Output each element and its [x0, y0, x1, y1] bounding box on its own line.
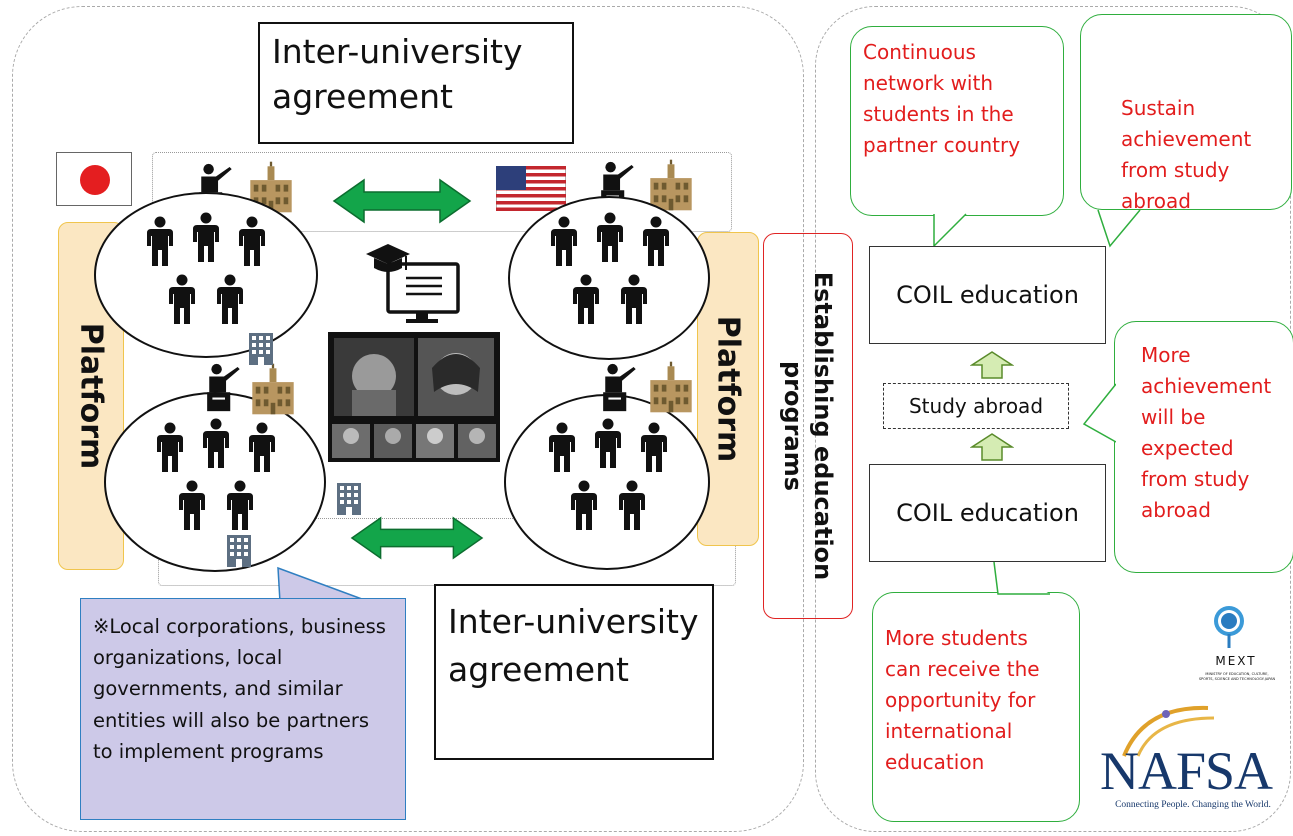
callout-sustain-text: Sustain achievement from study abroad	[1121, 96, 1252, 213]
person-icon	[569, 480, 599, 532]
establishing-programs-box: Establishing education programs	[763, 233, 853, 619]
nafsa-tagline: Connecting People. Changing the World.	[1115, 800, 1271, 810]
person-icon	[201, 418, 231, 470]
person-icon	[225, 480, 255, 532]
partners-note-text: ※Local corporations, business organizati…	[93, 615, 386, 763]
person-icon	[145, 216, 175, 268]
person-icon	[617, 480, 647, 532]
teacher-icon	[600, 362, 642, 412]
office-building-icon	[224, 532, 254, 568]
callout-pointer-bottom	[993, 561, 1050, 595]
coil-education-top: COIL education	[869, 246, 1106, 344]
callout-continuous-network: Continuous network with students in the …	[850, 26, 1064, 216]
office-building-icon	[334, 480, 364, 516]
person-icon	[549, 216, 579, 268]
person-icon	[571, 274, 601, 326]
person-icon	[167, 274, 197, 326]
callout-more-achievement-text: More achievement will be expected from s…	[1141, 343, 1272, 522]
person-icon	[639, 422, 669, 474]
agreement-label-bottom: Inter-university agreement	[448, 602, 699, 689]
university-building-icon	[648, 158, 694, 212]
inter-university-agreement-bottom: Inter-university agreement	[434, 584, 714, 760]
study-abroad-box: Study abroad	[883, 383, 1069, 429]
person-icon	[191, 212, 221, 264]
person-icon	[619, 274, 649, 326]
platform-left-label: Platform	[73, 322, 109, 470]
usa-flag-icon	[496, 166, 566, 211]
top-partnership-band	[152, 152, 732, 232]
mext-logo-icon	[1214, 606, 1244, 648]
partners-note: ※Local corporations, business organizati…	[80, 598, 406, 820]
coil-education-bottom: COIL education	[869, 464, 1106, 562]
callout-pointer-right	[1082, 382, 1120, 446]
person-icon	[641, 216, 671, 268]
coil-top-label: COIL education	[896, 281, 1079, 309]
person-icon	[177, 480, 207, 532]
callout-more-students-text: More students can receive the opportunit…	[885, 626, 1040, 774]
teacher-icon	[204, 362, 246, 412]
note-callout-pointer	[277, 566, 371, 603]
university-building-icon	[648, 360, 694, 414]
callout-pointers-top	[933, 209, 1141, 248]
video-conference-image	[328, 332, 500, 462]
person-icon	[155, 422, 185, 474]
mext-subtitle: MINISTRY OF EDUCATION, CULTURE, SPORTS, …	[1198, 672, 1276, 681]
person-icon	[215, 274, 245, 326]
japan-flag-icon	[56, 152, 132, 206]
platform-right-label: Platform	[710, 315, 746, 463]
graduation-monitor-icon	[366, 244, 460, 323]
establishing-programs-label: Establishing education programs	[779, 271, 837, 581]
person-icon	[593, 418, 623, 470]
office-building-icon	[246, 330, 276, 366]
student-group-japan-top	[94, 192, 318, 358]
study-abroad-label: Study abroad	[908, 394, 1044, 418]
double-arrow-icon	[350, 515, 484, 561]
callout-more-achievement: More achievement will be expected from s…	[1114, 321, 1293, 573]
up-arrow-icon	[970, 350, 1014, 380]
nafsa-swirl-icon	[1122, 705, 1215, 757]
callout-more-students: More students can receive the opportunit…	[872, 592, 1080, 822]
callout-sustain-achievement: Sustain achievement from study abroad	[1080, 14, 1292, 213]
mext-name: MEXT	[1215, 654, 1257, 668]
person-icon	[547, 422, 577, 474]
nafsa-name: NAFSA	[1100, 741, 1273, 801]
agreement-label-top: Inter-university agreement	[272, 32, 523, 116]
person-icon	[237, 216, 267, 268]
left-region	[12, 6, 804, 832]
double-arrow-icon	[332, 178, 472, 224]
up-arrow-icon	[970, 432, 1014, 462]
person-icon	[595, 212, 625, 264]
callout-continuous-text: Continuous network with students in the …	[863, 40, 1021, 157]
person-icon	[247, 422, 277, 474]
university-building-icon	[250, 362, 296, 416]
inter-university-agreement-top: Inter-university agreement	[258, 22, 574, 144]
coil-bottom-label: COIL education	[896, 499, 1079, 527]
